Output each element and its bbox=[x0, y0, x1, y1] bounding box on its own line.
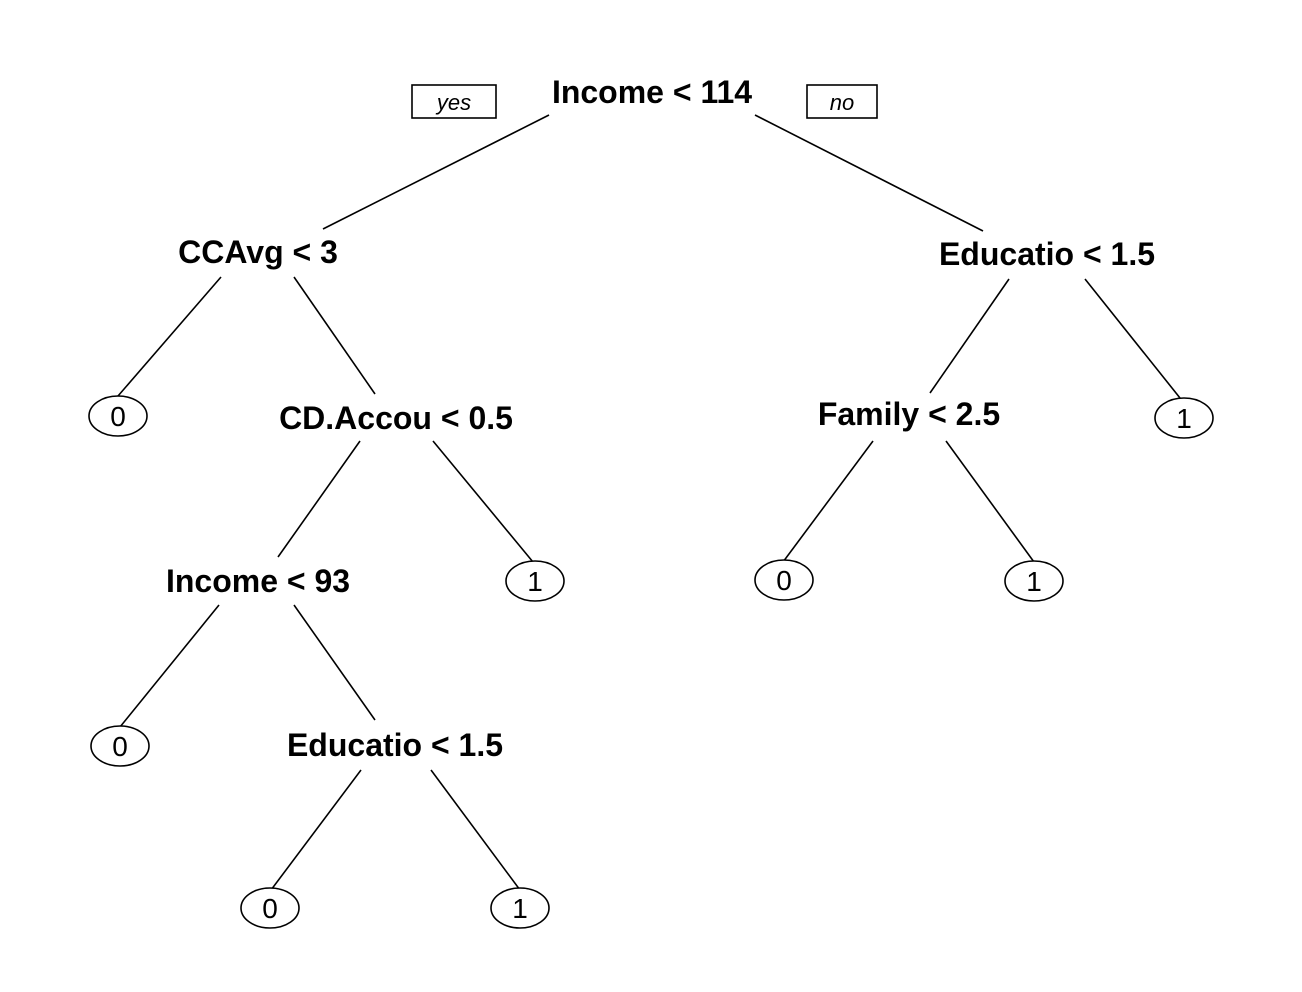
leaf-node-label: 1 bbox=[1026, 566, 1042, 597]
split-node-ccavg: CCAvg < 3 bbox=[178, 234, 338, 270]
edge-income93-leaf-f bbox=[119, 604, 220, 728]
split-node-income93: Income < 93 bbox=[166, 563, 350, 599]
edge-cdaccou-leaf-c bbox=[432, 440, 534, 563]
split-node-educatio-left: Educatio < 1.5 bbox=[287, 727, 503, 763]
leaf-node-label: 0 bbox=[112, 731, 128, 762]
split-node-educatio-right: Educatio < 1.5 bbox=[939, 236, 1155, 272]
leaf-node-label: 0 bbox=[776, 565, 792, 596]
leaf-node-label: 0 bbox=[110, 401, 126, 432]
yes-tag-label: yes bbox=[435, 90, 471, 115]
leaf-node-label: 1 bbox=[1176, 403, 1192, 434]
leaf-node-label: 1 bbox=[512, 893, 528, 924]
edge-family-leaf-d bbox=[782, 440, 874, 563]
leaf-node: 0 bbox=[88, 395, 148, 437]
split-node-family: Family < 2.5 bbox=[818, 396, 1000, 432]
leaf-node: 1 bbox=[505, 560, 565, 602]
edge-educ-left-leaf-g bbox=[270, 769, 362, 891]
edge-income93-educ-left bbox=[293, 604, 376, 721]
no-tag: no bbox=[806, 84, 878, 119]
edge-family-leaf-e bbox=[945, 440, 1035, 563]
tree-edges bbox=[117, 114, 1181, 891]
edge-educ-right-leaf-b bbox=[1084, 278, 1181, 399]
edge-root-educ-right bbox=[754, 114, 984, 232]
split-node-root: Income < 114 bbox=[552, 74, 752, 110]
edge-root-ccavg bbox=[322, 114, 550, 230]
leaf-node: 1 bbox=[490, 887, 550, 929]
leaf-node: 1 bbox=[1004, 560, 1064, 602]
leaf-node-label: 1 bbox=[527, 566, 543, 597]
edge-ccavg-cdaccou bbox=[293, 276, 376, 395]
edge-ccavg-leaf-a bbox=[117, 276, 222, 397]
edge-educ-left-leaf-h bbox=[430, 769, 521, 891]
leaf-node: 0 bbox=[754, 559, 814, 601]
split-node-cd-accou: CD.Accou < 0.5 bbox=[279, 400, 513, 436]
leaf-node: 0 bbox=[90, 725, 150, 767]
leaf-node: 0 bbox=[240, 887, 300, 929]
no-tag-label: no bbox=[830, 90, 854, 115]
edge-educ-right-family bbox=[929, 278, 1010, 394]
yes-tag: yes bbox=[411, 84, 497, 119]
edge-cdaccou-income93 bbox=[277, 440, 361, 558]
leaf-node: 1 bbox=[1154, 397, 1214, 439]
leaf-node-label: 0 bbox=[262, 893, 278, 924]
